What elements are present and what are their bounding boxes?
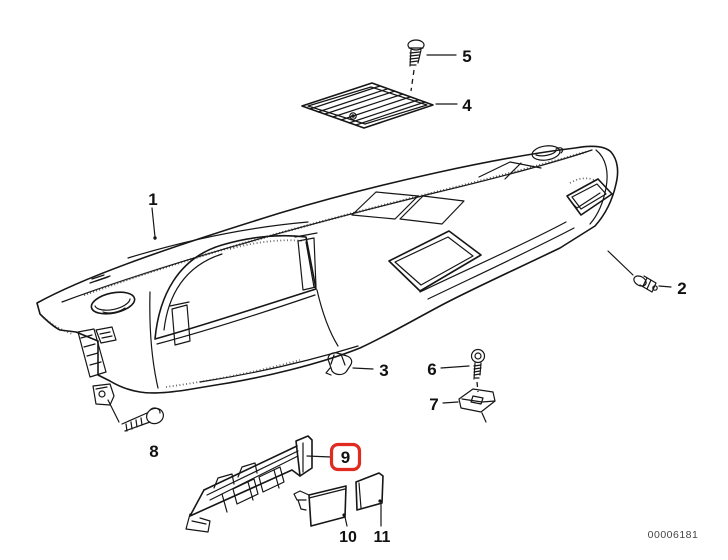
leader-line-10 <box>344 516 348 527</box>
part-11-trim-flap <box>355 472 384 511</box>
callout-number-11: 11 <box>374 529 391 546</box>
callout-number-5: 5 <box>462 47 471 66</box>
highlight-box-9 <box>329 442 362 472</box>
callout-9-highlighted[interactable]: 9 <box>306 442 362 472</box>
callout-number-6: 6 <box>427 360 436 379</box>
callout-10[interactable]: 10 <box>339 516 357 546</box>
callout-5[interactable]: 5 <box>426 47 472 66</box>
leader-line-6 <box>440 365 470 369</box>
part-9-lower-trim-bracket <box>185 435 313 533</box>
part-7-clip-nut <box>458 388 496 423</box>
callout-number-4: 4 <box>462 96 472 115</box>
leader-line-9 <box>306 455 332 458</box>
leader-line-2 <box>658 285 672 288</box>
part-6-screw <box>470 348 486 393</box>
callout-1[interactable]: 1 <box>148 190 158 240</box>
cluster-opening <box>149 234 339 389</box>
center-vent-opening <box>388 230 482 292</box>
cluster-posts <box>169 232 318 346</box>
lower-screw-tab <box>92 383 115 406</box>
leader-line-7 <box>442 401 459 404</box>
callout-8[interactable]: 8 <box>149 442 158 461</box>
callout-7[interactable]: 7 <box>429 395 459 414</box>
leader-line-1 <box>151 207 156 238</box>
right-round-hole <box>531 145 564 161</box>
callout-number-9: 9 <box>341 448 350 467</box>
part-10-trim-flap <box>293 485 347 527</box>
drawing-number: 00006181 <box>648 529 699 541</box>
callout-3[interactable]: 3 <box>352 361 389 380</box>
right-vent-opening <box>566 178 613 216</box>
leader-line-3 <box>352 367 374 370</box>
callout-number-10: 10 <box>339 529 357 546</box>
part-2-bulb <box>607 250 658 293</box>
defroster-recesses <box>351 161 542 225</box>
callout-4[interactable]: 4 <box>435 96 472 115</box>
callout-number-1: 1 <box>148 190 157 209</box>
callout-number-3: 3 <box>379 361 388 380</box>
nose-hatch-mark <box>89 274 111 284</box>
callout-number-7: 7 <box>429 395 438 414</box>
callout-number-2: 2 <box>677 279 686 298</box>
assembly-axis-6 <box>476 381 479 393</box>
callout-number-8: 8 <box>149 442 158 461</box>
left-round-hole <box>90 291 136 315</box>
part-4-speaker-grille <box>301 82 434 129</box>
part-5-screw <box>407 39 425 92</box>
part-1-dashboard-panel <box>36 145 619 406</box>
left-mount-bracket <box>77 326 117 378</box>
assembly-axis-5 <box>410 69 415 92</box>
callout-2[interactable]: 2 <box>658 279 687 298</box>
part-8-bolt <box>107 399 164 432</box>
callout-11[interactable]: 11 <box>374 502 391 546</box>
top-edge-hatching <box>83 150 587 297</box>
part-3-clip <box>325 352 353 376</box>
callout-6[interactable]: 6 <box>427 360 470 379</box>
